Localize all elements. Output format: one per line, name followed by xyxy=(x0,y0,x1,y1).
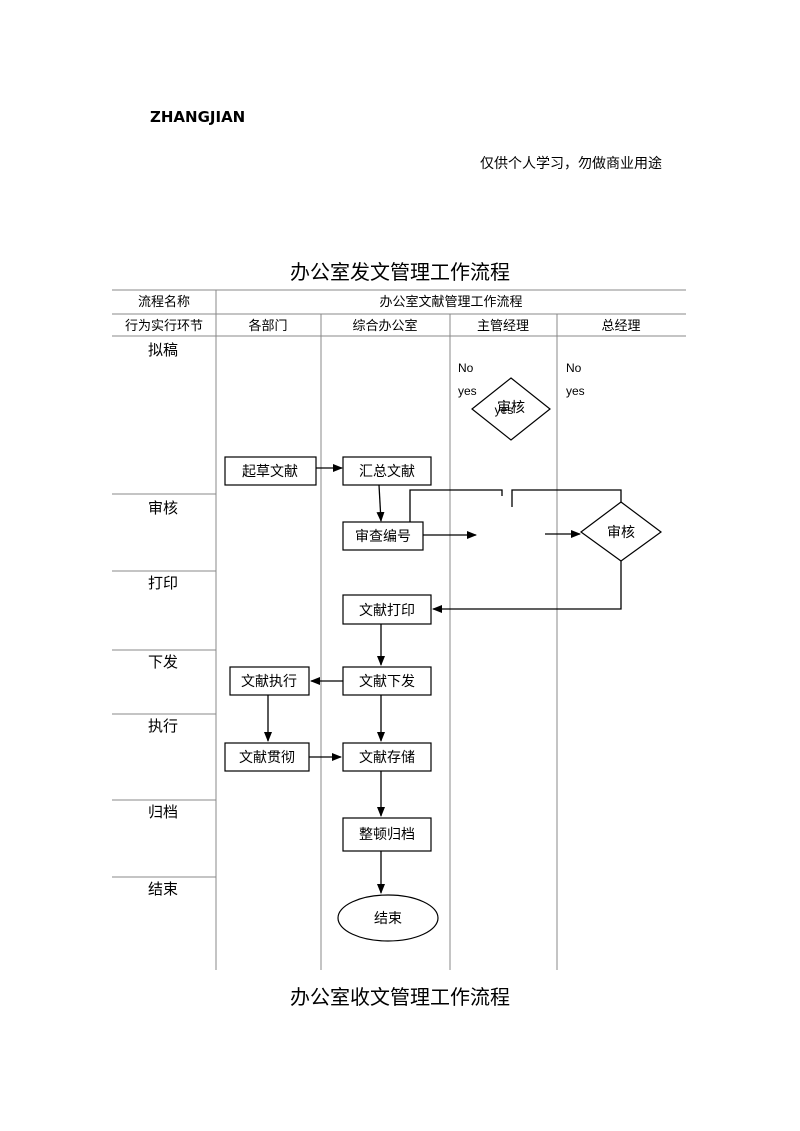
node-end-ellipse xyxy=(337,894,439,942)
stage-column-header: 行为实行环节 xyxy=(125,319,203,334)
node-archive-label: 整顿归档 xyxy=(359,826,415,843)
stage-end: 结束 xyxy=(148,880,178,898)
lane-header-general-office: 综合办公室 xyxy=(352,318,417,334)
gm-review-label: 审核 xyxy=(607,525,635,541)
stage-issue: 下发 xyxy=(148,653,178,671)
process-name-value: 办公室文献管理工作流程 xyxy=(379,294,522,310)
disclaimer-text: 仅供个人学习，勿做商业用途 xyxy=(480,156,662,172)
loop-back-line-a xyxy=(409,489,503,522)
arrow-gm-loop-down xyxy=(511,489,622,507)
node-draft-label: 起草文献 xyxy=(242,464,298,480)
node-check-number-label: 审查编号 xyxy=(355,529,411,545)
node-collect-box xyxy=(342,456,432,486)
table-grid xyxy=(112,289,686,970)
manager-review-diamond xyxy=(471,377,551,441)
manager-yes-inner-label: yes xyxy=(495,403,514,417)
lane-header-general-manager: 总经理 xyxy=(601,319,640,334)
node-issue-box xyxy=(342,666,432,696)
lane-header-departments: 各部门 xyxy=(248,318,287,334)
node-end-label: 结束 xyxy=(374,911,402,927)
node-execute-label: 文献执行 xyxy=(241,674,297,690)
node-issue-label: 文献下发 xyxy=(359,674,415,690)
stage-archive: 归档 xyxy=(148,803,178,821)
manager-yes-label: yes xyxy=(458,384,477,398)
node-collect-label: 汇总文献 xyxy=(359,464,415,480)
node-check-number-box xyxy=(342,521,424,551)
gm-yes-label: yes xyxy=(566,384,585,398)
stage-print: 打印 xyxy=(148,574,178,592)
node-print-box xyxy=(342,594,432,625)
stage-execute: 执行 xyxy=(148,717,178,735)
header-name: ZHANGJIAN xyxy=(150,108,246,126)
node-archive-box xyxy=(342,817,432,852)
manager-review-label: 审核 xyxy=(497,400,525,416)
stage-review: 审核 xyxy=(148,499,178,517)
node-implement-label: 文献贯彻 xyxy=(239,750,295,766)
receive-process-title: 办公室收文管理工作流程 xyxy=(290,985,510,1009)
send-process-title: 办公室发文管理工作流程 xyxy=(290,260,510,284)
manager-no-label: No xyxy=(458,361,474,375)
node-draft-box xyxy=(224,456,317,486)
process-name-label: 流程名称 xyxy=(138,294,190,310)
node-store-label: 文献存储 xyxy=(359,750,415,766)
stage-draft: 拟稿 xyxy=(148,341,178,359)
node-execute-box xyxy=(229,666,310,696)
node-print-label: 文献打印 xyxy=(359,602,415,619)
lane-header-manager: 主管经理 xyxy=(477,319,529,334)
gm-no-label: No xyxy=(566,361,582,375)
node-implement-box xyxy=(224,742,310,772)
node-store-box xyxy=(342,742,432,772)
arrow-collect-to-check xyxy=(376,484,385,522)
arrow-gm-to-print xyxy=(432,561,622,613)
